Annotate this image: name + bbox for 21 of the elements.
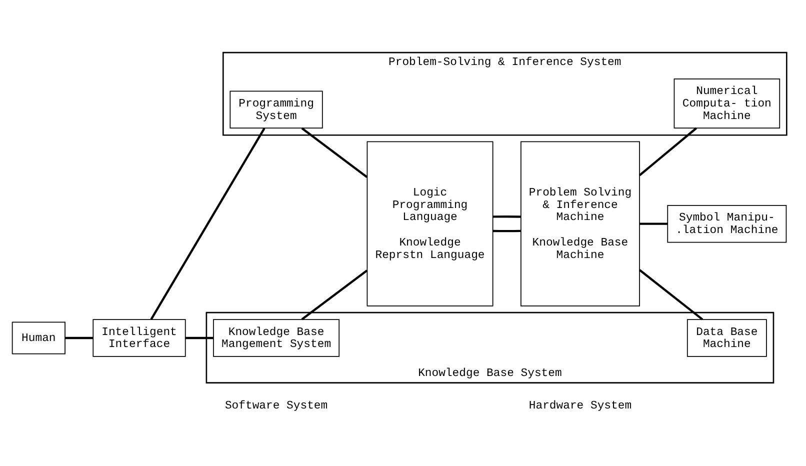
node-box: Intelligent Interface	[92, 318, 186, 356]
connector	[638, 268, 704, 320]
connector	[492, 229, 521, 232]
connector	[640, 222, 668, 224]
connector	[301, 126, 368, 178]
node-box: Symbol Manipu- .lation Machine	[667, 204, 787, 242]
node-box: Numerical Computa- tion Machine	[674, 78, 780, 128]
node-box: Knowledge Base Mangement System	[213, 318, 340, 356]
node-box: Data Base Machine	[686, 318, 767, 356]
label: Hardware System	[528, 400, 632, 412]
connector	[301, 269, 368, 320]
node-box: Problem Solving & Inference Machine Knowledge Base Machine	[520, 140, 640, 306]
node-box: Human	[12, 321, 66, 354]
node-box: Programming System	[230, 90, 323, 128]
node-box: Logic Programming Language Knowledge Reprstn Language	[366, 140, 494, 306]
connector	[492, 215, 521, 218]
connector	[186, 336, 214, 339]
label: Software System	[224, 400, 328, 412]
connector	[65, 336, 93, 339]
connector	[638, 126, 698, 176]
connector	[150, 127, 266, 320]
